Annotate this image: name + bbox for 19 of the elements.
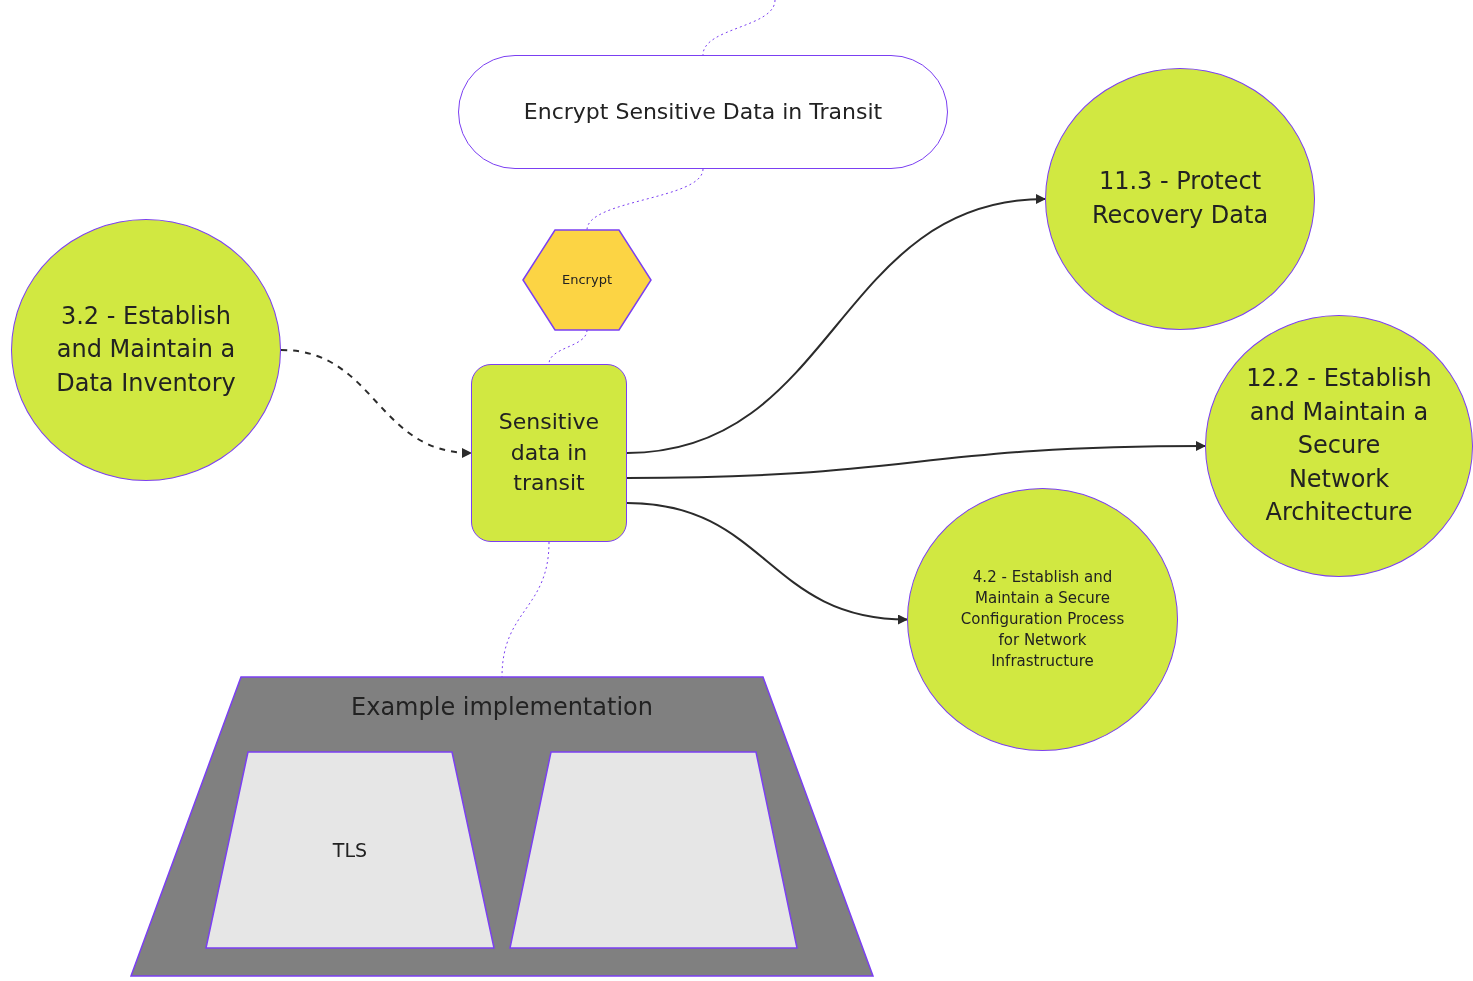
arrow xyxy=(626,502,908,624)
trapezoid-panel xyxy=(131,677,873,976)
connector-line xyxy=(586,168,704,231)
node-label: 11.3 - Protect Recovery Data xyxy=(1090,166,1270,231)
node-label: 12.2 - Establish and Maintain a Secure Network Architecture xyxy=(1245,363,1433,529)
node-label: Encrypt xyxy=(561,270,613,289)
node-label: Sensitive data in transit xyxy=(497,407,601,498)
node-label: 3.2 - Establish and Maintain a Data Inventory xyxy=(55,300,237,399)
hexagon-node xyxy=(523,230,651,330)
process-box xyxy=(471,364,627,542)
arrow xyxy=(626,441,1206,479)
arrow xyxy=(280,349,472,458)
node-label: TLS xyxy=(331,837,369,863)
panel-title: Example implementation xyxy=(351,692,653,723)
trapezoid-box xyxy=(510,752,797,948)
arrow xyxy=(626,194,1046,454)
trapezoid-box xyxy=(206,752,494,948)
node-label: Encrypt Sensitive Data in Transit xyxy=(522,97,884,126)
node-label: 4.2 - Establish and Maintain a Secure Configuration Process for Network Infrastructure xyxy=(959,567,1126,672)
